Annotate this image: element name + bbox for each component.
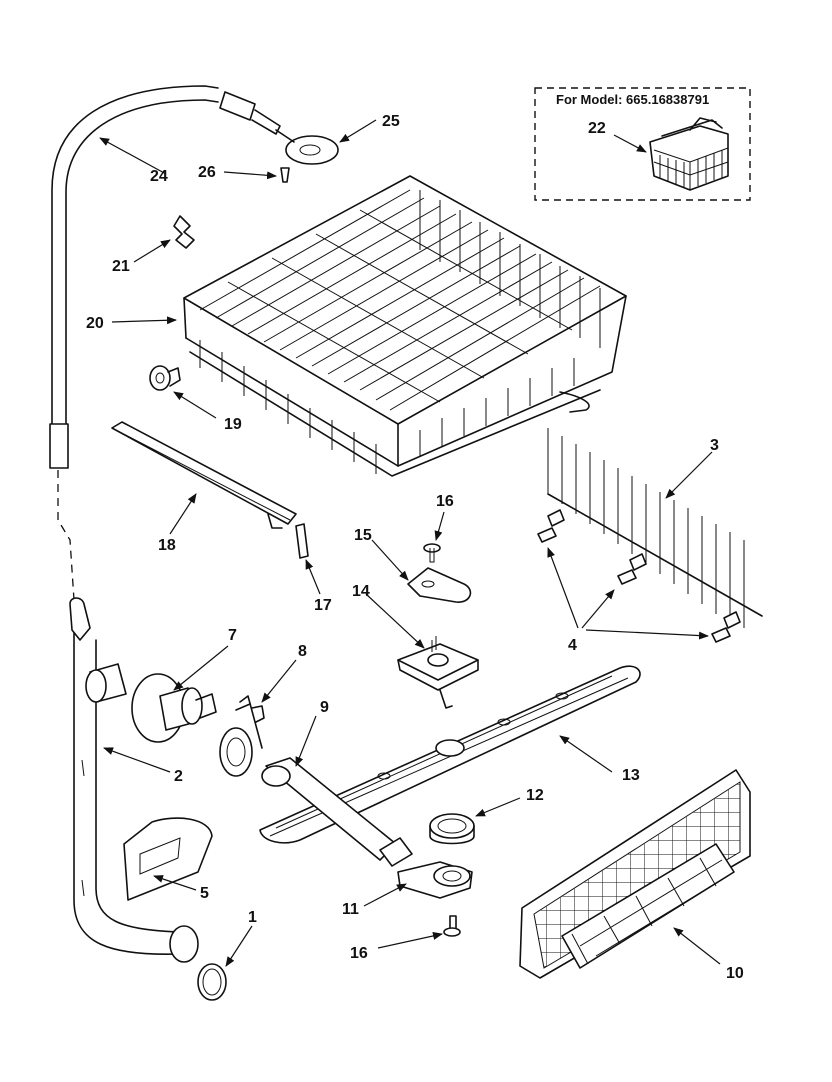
part-19-rack-wheel — [149, 365, 181, 391]
part-7-pump-housing — [85, 663, 217, 743]
part-25-connector — [219, 91, 339, 165]
part-20-upper-dish-rack — [183, 175, 627, 477]
silverware-basket-small — [649, 117, 729, 191]
callout-22: 22 — [588, 120, 606, 137]
part-13-spray-arm — [259, 665, 641, 844]
model-inset: For Model: 665.16838791 22 — [534, 87, 751, 201]
callout-17: 17 — [314, 597, 332, 614]
callout-25: 25 — [382, 113, 400, 130]
part-16-screw-top — [423, 543, 441, 563]
callout-19: 19 — [224, 416, 242, 433]
part-1-o-ring — [197, 963, 227, 1001]
callout-12: 12 — [526, 787, 544, 804]
callout-2: 2 — [174, 768, 183, 785]
callout-21: 21 — [112, 258, 130, 275]
callout-11: 11 — [342, 901, 359, 918]
callout-7: 7 — [228, 627, 237, 644]
callout-13: 13 — [622, 767, 640, 784]
part-21-clip — [173, 215, 195, 249]
callout-8: 8 — [298, 643, 307, 660]
callout-18: 18 — [158, 537, 176, 554]
part-9-manifold-tube — [261, 757, 413, 867]
part-15-bracket — [407, 567, 472, 603]
part-14-arm-mount — [397, 636, 479, 709]
part-3-tub-wall — [547, 428, 763, 628]
callout-26: 26 — [198, 164, 216, 181]
callout-3: 3 — [710, 437, 719, 454]
callout-1: 1 — [248, 909, 257, 926]
callout-16b: 16 — [350, 945, 368, 962]
part-8-check-valve — [219, 695, 265, 777]
callout-10: 10 — [726, 965, 744, 982]
part-16-screw-bottom — [443, 915, 461, 937]
callout-4: 4 — [568, 637, 577, 654]
part-10-silverware-basket — [519, 769, 751, 979]
inset-title: For Model: 665.16838791 — [556, 92, 709, 107]
part-24-supply-tube — [49, 85, 219, 601]
callout-9: 9 — [320, 699, 329, 716]
part-17-rail-stop — [295, 523, 309, 559]
part-2-lower-tube — [69, 597, 199, 963]
part-12-seal-ring — [429, 813, 475, 845]
callout-24: 24 — [150, 168, 168, 185]
callout-16a: 16 — [436, 493, 454, 510]
part-11-hub — [397, 861, 473, 899]
callout-5: 5 — [200, 885, 209, 902]
part-4-rail-clips — [537, 509, 741, 643]
part-26-screw — [280, 167, 290, 183]
callout-15: 15 — [354, 527, 372, 544]
callout-20: 20 — [86, 315, 104, 332]
part-5-retainer — [123, 817, 213, 901]
part-18-rack-rail — [111, 421, 297, 529]
callout-14: 14 — [352, 583, 370, 600]
